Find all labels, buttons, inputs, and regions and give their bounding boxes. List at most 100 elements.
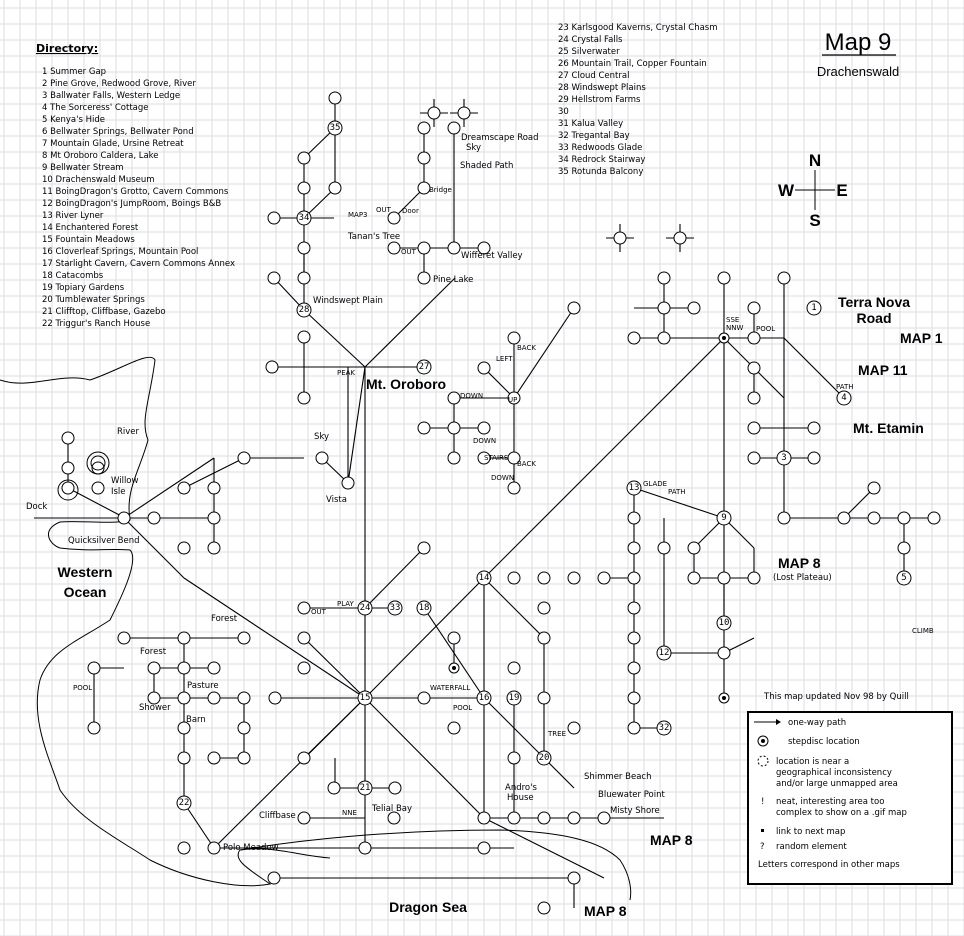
place-labels: Dreamscape Road Sky Shaded Path Bridge D… xyxy=(26,133,934,853)
numbered-location[interactable] xyxy=(536,750,552,766)
out-label-play: OUT xyxy=(311,608,327,616)
cross-marker-node xyxy=(427,106,441,120)
andros-label: Andro's xyxy=(505,783,537,793)
location-node xyxy=(687,571,701,585)
path-segment xyxy=(483,367,515,399)
location-node xyxy=(177,841,191,855)
location-number: 35 xyxy=(330,123,341,133)
directory-item: 6 Bellwater Springs, Bellwater Pond xyxy=(42,127,194,137)
location-node xyxy=(777,271,791,285)
numbered-location[interactable] xyxy=(896,570,912,586)
numbered-location[interactable] xyxy=(357,780,373,796)
legend-link: link to next map xyxy=(776,827,845,837)
path-segment xyxy=(393,187,425,219)
location-node xyxy=(237,451,251,465)
location-node xyxy=(297,811,311,825)
numbered-location[interactable] xyxy=(296,302,312,318)
location-node xyxy=(897,511,911,525)
numbered-location[interactable] xyxy=(296,210,312,226)
location-node xyxy=(807,451,821,465)
location-node xyxy=(567,571,581,585)
path-label: PATH xyxy=(668,488,686,496)
location-node xyxy=(627,721,641,735)
location-node xyxy=(627,541,641,555)
mt-etamin-label: Mt. Etamin xyxy=(853,420,924,436)
map8-c-link-label[interactable]: MAP 8 xyxy=(584,903,627,919)
vista-label: Vista xyxy=(326,495,347,505)
numbered-location[interactable] xyxy=(416,600,432,616)
location-node xyxy=(627,661,641,675)
compass-west: W xyxy=(778,181,795,200)
numbered-location[interactable] xyxy=(656,720,672,736)
legend-geo-1: location is near a xyxy=(776,757,849,767)
location-node xyxy=(477,421,491,435)
location-node xyxy=(507,331,521,345)
legend-neat-1: neat, interesting area too xyxy=(776,797,884,807)
numbered-location[interactable] xyxy=(357,690,373,706)
map8-lost-plateau-link[interactable]: MAP 8 xyxy=(778,555,821,571)
forest-label-east: Forest xyxy=(211,614,238,624)
location-node xyxy=(447,721,461,735)
location-node xyxy=(147,511,161,525)
numbered-location[interactable] xyxy=(716,615,732,631)
directory-item: 1 Summer Gap xyxy=(42,67,106,77)
directory-item: 25 Silverwater xyxy=(558,47,620,57)
location-number: 28 xyxy=(299,305,310,315)
map8-e-link-label[interactable]: MAP 8 xyxy=(650,832,693,848)
numbered-location[interactable] xyxy=(716,510,732,526)
map11-link-label[interactable]: MAP 11 xyxy=(858,362,908,378)
map3-link-label[interactable]: MAP3 xyxy=(348,211,368,219)
peak-label: PEAK xyxy=(337,369,355,377)
location-node xyxy=(687,301,701,315)
location-node xyxy=(177,691,191,705)
location-node xyxy=(567,811,581,825)
compass-rose: N S E W xyxy=(778,151,848,230)
location-node xyxy=(627,511,641,525)
numbered-location[interactable] xyxy=(476,690,492,706)
polo-meadow-label: Polo Meadow xyxy=(223,843,279,853)
location-node xyxy=(267,871,281,885)
location-node xyxy=(777,511,791,525)
location-number: 1 xyxy=(811,303,816,313)
numbered-location[interactable] xyxy=(327,120,343,136)
numbered-location[interactable] xyxy=(836,390,852,406)
location-node xyxy=(417,421,431,435)
location-node xyxy=(265,360,279,374)
location-node xyxy=(417,151,431,165)
location-node xyxy=(657,301,671,315)
location-node xyxy=(627,631,641,645)
location-node xyxy=(657,331,671,345)
numbered-location[interactable] xyxy=(626,480,642,496)
directory-item: 16 Cloverleaf Springs, Mountain Pool xyxy=(42,247,198,257)
numbered-location[interactable] xyxy=(506,690,522,706)
pool-label-south: POOL xyxy=(453,704,472,712)
nne-label: NNE xyxy=(342,809,357,817)
numbered-location[interactable] xyxy=(176,795,192,811)
location-number: 13 xyxy=(629,483,640,493)
numbered-location[interactable] xyxy=(776,450,792,466)
directory-item: 28 Windswept Plains xyxy=(558,83,646,93)
bridge-label: Bridge xyxy=(429,186,452,194)
shimmer-beach-label: Shimmer Beach xyxy=(584,772,651,782)
shower-label: Shower xyxy=(139,703,171,713)
location-number: 32 xyxy=(659,723,670,733)
numbered-location[interactable] xyxy=(806,300,822,316)
path-segment xyxy=(364,697,485,819)
numbered-location[interactable] xyxy=(476,570,492,586)
directory-item: 8 Mt Oroboro Caldera, Lake xyxy=(42,151,159,161)
directory-item: 21 Clifftop, Cliffbase, Gazebo xyxy=(42,307,166,317)
location-number: 5 xyxy=(901,573,906,583)
legend-oneway: one-way path xyxy=(788,718,846,728)
numbered-location[interactable] xyxy=(416,359,432,375)
path-segment xyxy=(364,577,485,699)
location-node xyxy=(747,301,761,315)
map1-link-label[interactable]: MAP 1 xyxy=(900,330,943,346)
silverwater-ring xyxy=(57,479,79,501)
location-node xyxy=(447,121,461,135)
directory-item: 15 Fountain Meadows xyxy=(42,235,135,245)
numbered-location[interactable] xyxy=(357,600,373,616)
numbered-location[interactable] xyxy=(387,600,403,616)
numbered-location[interactable] xyxy=(656,645,672,661)
